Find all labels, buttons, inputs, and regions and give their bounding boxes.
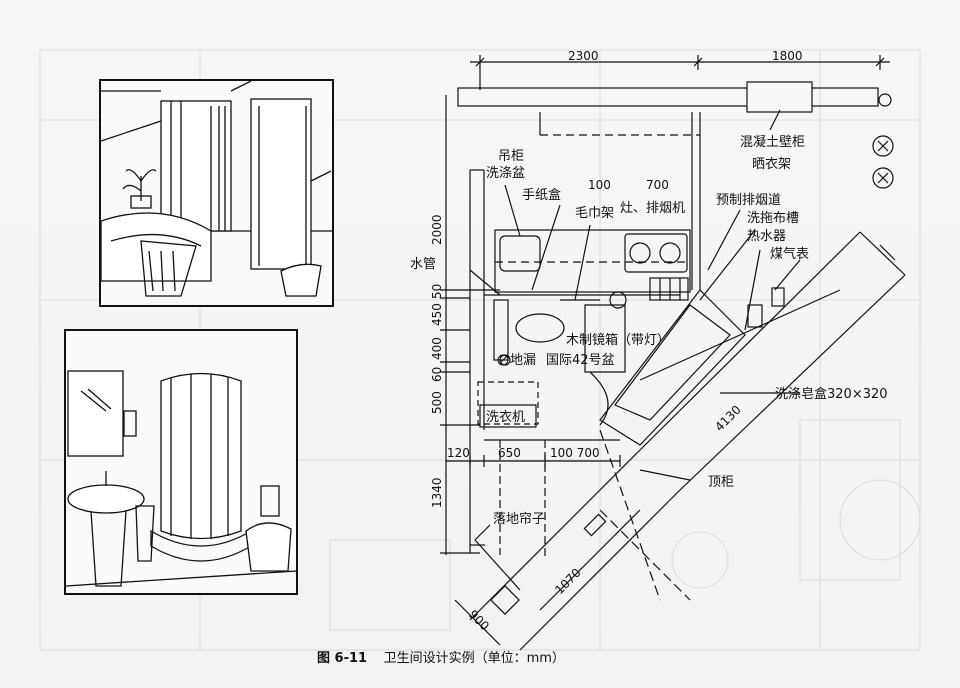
figure-caption: 图 6-11 卫生间设计实例（单位：mm） [317,647,577,666]
dim-2000: 2000 [430,214,444,245]
dim-100-700: 100 700 [550,446,600,460]
dim-500: 500 [430,391,444,414]
floor-drain-icon [497,354,509,366]
label-curtain: 落地帘子 [493,511,545,527]
concrete-cabinet-box [746,81,813,113]
label-gas-meter: 煤气表 [770,246,809,262]
dim-50: 50 [430,284,444,299]
bathroom-sketch-bottom [64,329,298,595]
dim-650: 650 [498,446,521,460]
dim-1340: 1340 [430,477,444,508]
figure-caption-text: 卫生间设计实例（单位：mm） [383,651,565,666]
label-hanging-cabinet: 吊柜 [498,149,524,164]
label-stove-hood: 灶、排烟机 [620,201,685,216]
label-top-cabinet: 顶柜 [708,475,734,490]
washbasin-illustration [66,370,296,587]
label-washing-machine: 洗衣机 [486,409,525,425]
label-mirror-cabinet: 木制镜箱（带灯） [566,332,670,348]
label-basin-model: 国际42号盆 [546,353,615,368]
dim-700-top: 700 [646,178,669,192]
label-mop-sink: 洗拖布槽 [747,211,799,226]
label-concrete-cabinet: 混凝土壁柜 [740,134,805,150]
label-prefab-flue: 预制排烟道 [716,193,781,208]
label-floor-drain: 地漏 [510,352,536,368]
label-drying-rack: 晒衣架 [752,156,791,172]
bathroom-sketch-top [99,79,334,307]
dim-100: 100 [588,178,611,192]
label-water-heater: 热水器 [747,229,786,244]
label-water-pipe: 水管 [410,257,436,272]
label-towel-rack: 毛巾架 [575,206,614,221]
dim-2300: 2300 [568,49,599,63]
shower-room-illustration [101,81,332,297]
dim-120: 120 [447,446,470,460]
dim-400: 400 [430,337,444,360]
dim-450: 450 [430,303,444,326]
dim-1800: 1800 [772,49,803,63]
label-tissue-box: 手纸盒 [522,187,561,203]
dim-900: 900 [466,607,492,633]
dim-60: 60 [430,367,444,382]
top-beam [457,87,879,107]
label-soap-box: 洗涤皂盒320×320 [775,386,888,402]
floor-drain-icon-slash [498,355,508,365]
figure-number: 图 6-11 [317,651,368,666]
dim-4130: 4130 [712,403,743,434]
label-wash-basin: 洗涤盆 [486,166,525,181]
